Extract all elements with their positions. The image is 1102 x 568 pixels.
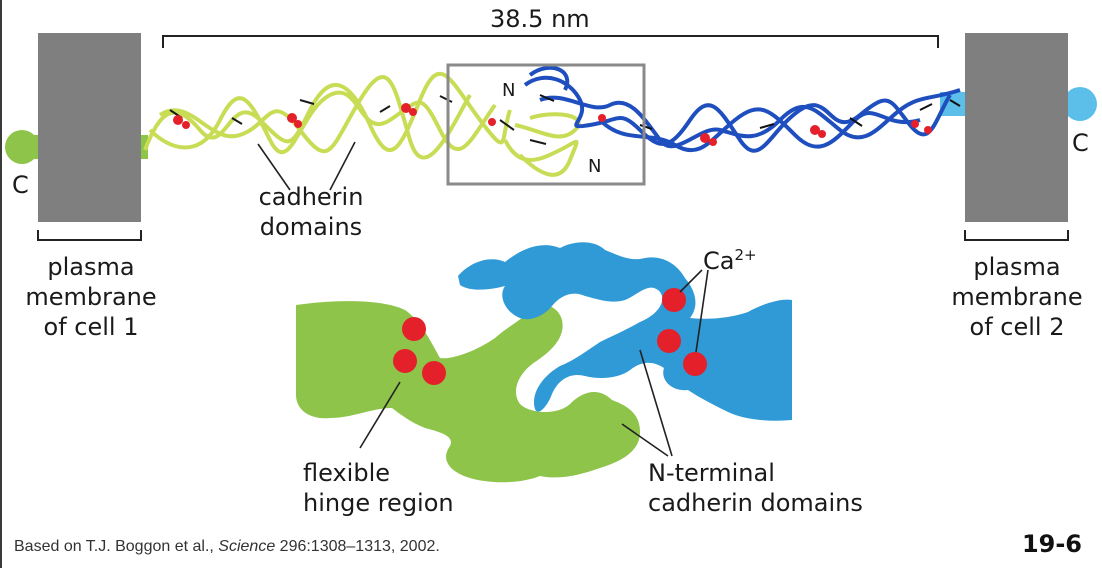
calcium-pointer-2 bbox=[695, 269, 709, 353]
hinge-line2: hinge region bbox=[303, 489, 454, 517]
n-terminus-bottom-label: N bbox=[588, 156, 602, 177]
hinge-region-label: flexible hinge region bbox=[303, 458, 454, 518]
cadherin-ribbon-cell2 bbox=[523, 65, 961, 153]
nterminal-line2: cadherin domains bbox=[648, 489, 863, 517]
membrane2-line3: of cell 2 bbox=[969, 313, 1065, 341]
n-terminus-top-label: N bbox=[502, 80, 516, 101]
distance-label: 38.5 nm bbox=[490, 5, 590, 33]
calcium-ions-schematic bbox=[393, 288, 707, 385]
cadherin-ribbon-cell1-dark bbox=[169, 95, 547, 145]
nterminal-line1: N-terminal bbox=[648, 459, 775, 487]
plasma-membrane-cell1 bbox=[38, 33, 141, 222]
credit-prefix: Based on T.J. Boggon et al., bbox=[14, 538, 219, 555]
figure-number: 19-6 bbox=[1021, 530, 1082, 558]
cell2-domain-blob bbox=[458, 242, 792, 421]
membrane-cell2-label: plasma membrane of cell 2 bbox=[940, 252, 1094, 342]
hinge-pointer bbox=[359, 381, 401, 449]
credit-journal: Science bbox=[218, 538, 276, 555]
membrane1-bracket bbox=[37, 230, 142, 241]
cadherin-domains-label: cadherin domains bbox=[236, 182, 386, 242]
left-border-rule bbox=[0, 0, 2, 568]
cadherin-domains-pointer-1 bbox=[257, 143, 291, 191]
membrane1-line3: of cell 1 bbox=[43, 313, 139, 341]
cell1-tail-knob bbox=[5, 130, 39, 164]
left-c-terminus-label: C bbox=[12, 171, 29, 199]
calcium-pointer-1 bbox=[679, 269, 703, 293]
cadherin-ribbon-cell2-dark bbox=[539, 94, 961, 130]
nterminal-pointer-2 bbox=[639, 349, 673, 457]
right-c-terminus-label: C bbox=[1072, 129, 1089, 157]
cell1-domain-blob bbox=[296, 301, 640, 483]
calcium-charge: 2+ bbox=[734, 246, 757, 264]
source-credit: Based on T.J. Boggon et al., Science 296… bbox=[14, 538, 440, 556]
membrane2-bracket bbox=[964, 230, 1069, 241]
interaction-highlight-box bbox=[446, 63, 646, 186]
nterminal-domains-label: N-terminal cadherin domains bbox=[648, 458, 863, 518]
cadherin-domains-pointer-2 bbox=[329, 141, 356, 191]
credit-suffix: 296:1308–1313, 2002. bbox=[275, 538, 440, 555]
calcium-ions-ribbon bbox=[173, 103, 932, 146]
membrane1-line2: membrane bbox=[25, 283, 157, 311]
membrane1-line1: plasma bbox=[47, 253, 135, 281]
calcium-ion-label: Ca2+ bbox=[703, 240, 757, 276]
plasma-membrane-cell2 bbox=[965, 33, 1068, 222]
nterminal-pointer-1 bbox=[621, 423, 669, 457]
membrane2-line1: plasma bbox=[973, 253, 1061, 281]
cell2-tail-knob bbox=[1063, 87, 1097, 121]
hinge-line1: flexible bbox=[303, 459, 390, 487]
membrane2-line2: membrane bbox=[951, 283, 1083, 311]
cadherin-ribbon-cell1 bbox=[143, 72, 581, 177]
distance-bracket bbox=[162, 35, 939, 48]
calcium-symbol: Ca bbox=[703, 247, 735, 275]
cadherin-domains-line1: cadherin bbox=[258, 183, 364, 211]
cadherin-domains-line2: domains bbox=[259, 213, 363, 241]
membrane-cell1-label: plasma membrane of cell 1 bbox=[14, 252, 168, 342]
